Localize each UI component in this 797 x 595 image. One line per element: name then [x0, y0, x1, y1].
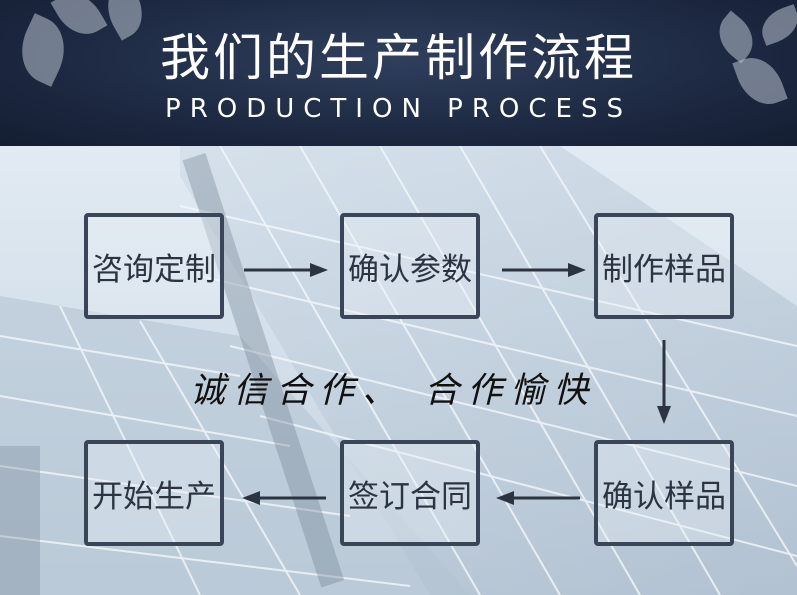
step-box-confirm-params: 确认参数 — [340, 213, 480, 319]
arrow-right-icon — [502, 263, 586, 277]
step-label: 签订合同 — [348, 478, 472, 515]
step-box-start-production: 开始生产 — [84, 440, 224, 546]
solar-panel-illustration — [0, 146, 797, 595]
arrow-down-icon — [657, 340, 671, 424]
page-subtitle: PRODUCTION PROCESS — [165, 94, 632, 124]
step-label: 确认参数 — [348, 251, 472, 288]
step-box-sign-contract: 签订合同 — [340, 440, 480, 546]
step-box-consult: 咨询定制 — [84, 213, 224, 319]
page-title: 我们的生产制作流程 — [160, 29, 637, 87]
step-label: 开始生产 — [92, 478, 216, 515]
arrow-right-icon — [244, 263, 328, 277]
step-label: 制作样品 — [602, 251, 726, 288]
arrow-left-icon — [242, 491, 326, 505]
step-box-make-sample: 制作样品 — [594, 213, 734, 319]
step-box-confirm-sample: 确认样品 — [594, 440, 734, 546]
arrow-left-icon — [496, 491, 580, 505]
header-banner: 我们的生产制作流程 PRODUCTION PROCESS — [0, 0, 797, 146]
slogan-text: 诚信合作、 合作愉快 — [190, 371, 597, 411]
solar-panel-background — [0, 146, 797, 595]
step-label: 确认样品 — [602, 478, 726, 515]
step-label: 咨询定制 — [92, 251, 216, 288]
